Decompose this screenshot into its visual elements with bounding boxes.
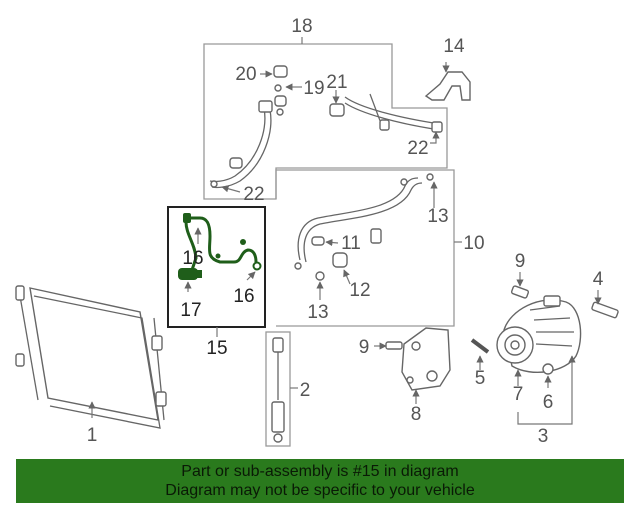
callout-8: 8 [411,404,422,425]
callout-7: 7 [513,384,524,405]
callout-22a: 22 [243,184,264,205]
disclaimer-banner: Part or sub-assembly is #15 in diagram D… [16,459,624,503]
callout-3: 3 [538,426,549,447]
callout-2: 2 [300,380,311,401]
callout-13a: 13 [427,206,448,227]
callout-11: 11 [341,233,361,254]
callout-16a: 16 [182,248,203,269]
callout-22b: 22 [407,138,428,159]
hose-assembly-group-15 [167,206,266,337]
callout-9b: 9 [515,251,526,272]
callout-6: 6 [543,392,554,413]
hose-assembly-group-18 [203,37,448,200]
callout-9a: 9 [359,337,370,358]
callout-17: 17 [180,300,201,321]
callout-13b: 13 [307,302,328,323]
receiver-dryer-2 [265,331,298,447]
callout-5: 5 [475,368,486,389]
callout-12: 12 [349,280,370,301]
compressor-bracket-8 [401,327,451,404]
banner-line-disclaimer: Diagram may not be specific to your vehi… [165,482,475,499]
bolt-4 [591,290,619,319]
callout-1: 1 [87,425,98,446]
fitting-5 [470,338,490,370]
callout-4: 4 [593,269,604,290]
hose-assembly-group-10 [275,169,462,327]
parts-diagram: 1 2 3 4 5 6 7 8 9 9 10 11 12 13 13 14 15… [15,16,619,447]
callout-15: 15 [206,338,227,359]
callout-16b: 16 [233,286,254,307]
bolts-9 [374,272,530,350]
banner-line-part-note: Part or sub-assembly is #15 in diagram [181,463,459,480]
callout-10: 10 [463,233,484,254]
compressor-3 [496,295,582,425]
callout-14: 14 [443,36,465,57]
callout-19: 19 [303,78,324,99]
condenser-1 [15,285,167,429]
callout-18: 18 [291,16,312,37]
hose-bracket-14 [424,62,471,101]
callout-labels: 1 2 3 4 5 6 7 8 9 9 10 11 12 13 13 14 15… [87,16,604,447]
callout-21: 21 [326,72,347,93]
callout-20: 20 [235,64,256,85]
